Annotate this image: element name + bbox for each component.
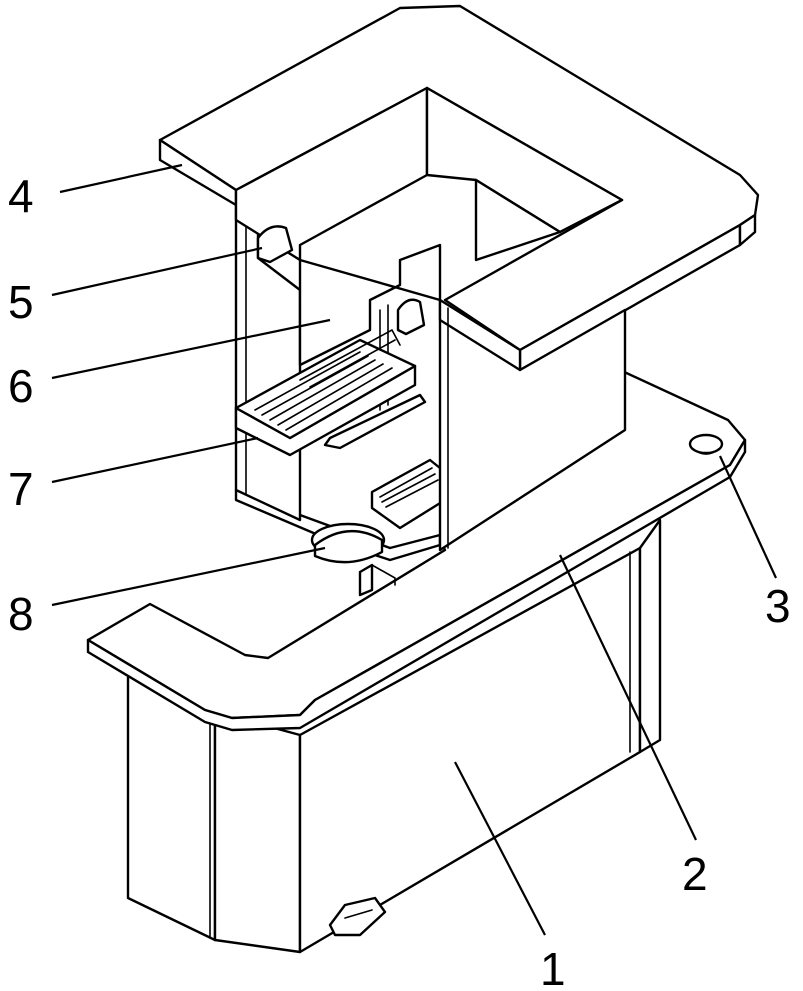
leader-lines <box>51 163 777 936</box>
label-6: 6 <box>8 360 34 412</box>
u-frame-cover <box>158 4 760 552</box>
label-1: 1 <box>540 943 566 991</box>
label-4: 4 <box>8 170 34 222</box>
label-5: 5 <box>8 276 34 328</box>
reference-numerals: 4 5 6 7 8 3 2 1 <box>8 170 791 991</box>
clip-right <box>396 298 426 336</box>
label-3: 3 <box>765 580 791 632</box>
mounting-hole <box>688 433 724 455</box>
lower-frame <box>234 458 447 597</box>
label-2: 2 <box>682 848 708 900</box>
filter-screen <box>234 329 427 457</box>
label-8: 8 <box>8 588 34 640</box>
label-7: 7 <box>8 463 34 515</box>
clip-left <box>256 225 294 264</box>
